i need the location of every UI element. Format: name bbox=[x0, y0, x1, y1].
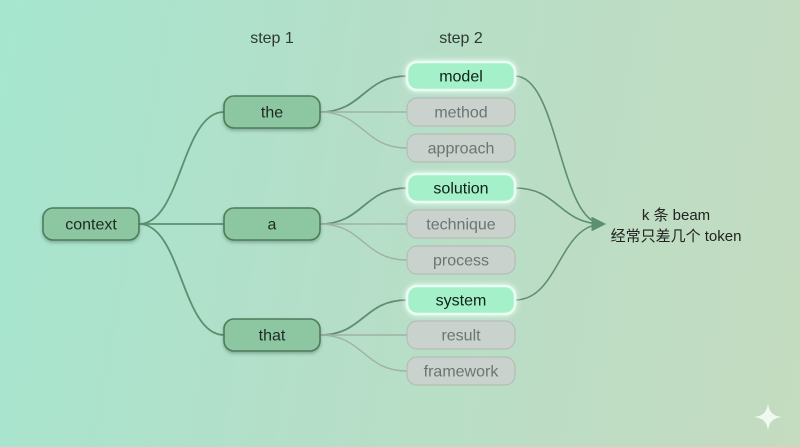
node-step2-method: method bbox=[406, 97, 516, 127]
node-step2-method-box bbox=[406, 97, 516, 127]
node-step2-process-label: process bbox=[433, 253, 489, 270]
node-step1-a-box bbox=[223, 207, 321, 241]
beam-note-line-2: 经常只差几个 token bbox=[610, 228, 742, 245]
node-step2-technique-box bbox=[406, 209, 516, 239]
node-step1-a: a bbox=[223, 207, 321, 241]
node-step2-model-box bbox=[405, 60, 517, 92]
node-step2-method-label: method bbox=[434, 105, 487, 122]
node-step2-approach-label: approach bbox=[428, 141, 495, 158]
node-step2-approach-box bbox=[406, 133, 516, 163]
node-step2-process: process bbox=[406, 245, 516, 275]
node-step2-solution: solution bbox=[405, 172, 517, 204]
node-step2-system-box bbox=[405, 284, 517, 316]
edge-root-to-the bbox=[138, 111, 225, 225]
edge-the-to-approach bbox=[319, 111, 408, 149]
node-step1-a-label: a bbox=[268, 217, 277, 234]
tree-nodes: context the model method approach a solution te… bbox=[42, 60, 517, 386]
arrow-system-to-note bbox=[514, 216, 606, 301]
beam-note-line-1: k 条 beam bbox=[641, 207, 711, 224]
node-step2-process-box bbox=[406, 245, 516, 275]
node-step1-that-box bbox=[223, 318, 321, 352]
arrow-model-to-note bbox=[514, 75, 606, 232]
edge-root-to-that bbox=[138, 223, 225, 336]
tree-edges bbox=[138, 75, 408, 372]
node-step2-framework-box bbox=[406, 356, 516, 386]
node-step2-model-label: model bbox=[439, 69, 483, 86]
node-step1-the-label: the bbox=[261, 105, 283, 122]
node-step2-framework: framework bbox=[406, 356, 516, 386]
node-step1-the-box bbox=[223, 95, 321, 129]
node-step1-that: that bbox=[223, 318, 321, 352]
node-root-box bbox=[42, 207, 140, 241]
beam-note: k 条 beam 经常只差几个 token bbox=[598, 205, 754, 247]
edge-the-to-model bbox=[319, 75, 408, 113]
node-step2-solution-box bbox=[405, 172, 517, 204]
edge-a-to-process bbox=[319, 223, 408, 261]
edge-a-to-solution bbox=[319, 187, 408, 225]
sparkle-icon bbox=[754, 403, 782, 431]
node-step2-system-label: system bbox=[436, 293, 487, 310]
node-root-label: context bbox=[65, 217, 117, 234]
edge-that-to-framework bbox=[319, 334, 408, 372]
convergence-arrows bbox=[514, 75, 606, 301]
node-step1-the: the bbox=[223, 95, 321, 129]
node-step2-technique-label: technique bbox=[426, 217, 495, 234]
node-step2-model: model bbox=[405, 60, 517, 92]
node-step2-framework-label: framework bbox=[424, 364, 500, 381]
node-root: context bbox=[42, 207, 140, 241]
node-step2-system: system bbox=[405, 284, 517, 316]
node-step2-result-label: result bbox=[441, 328, 481, 345]
node-step2-solution-label: solution bbox=[433, 181, 488, 198]
node-step1-that-label: that bbox=[259, 328, 286, 345]
node-step2-approach: approach bbox=[406, 133, 516, 163]
node-step2-result: result bbox=[406, 320, 516, 350]
node-step2-result-box bbox=[406, 320, 516, 350]
arrow-solution-to-note bbox=[514, 187, 606, 232]
node-step2-technique: technique bbox=[406, 209, 516, 239]
step-1-header: step 1 bbox=[250, 30, 294, 47]
step-2-header: step 2 bbox=[439, 30, 483, 47]
edge-that-to-system bbox=[319, 299, 408, 336]
